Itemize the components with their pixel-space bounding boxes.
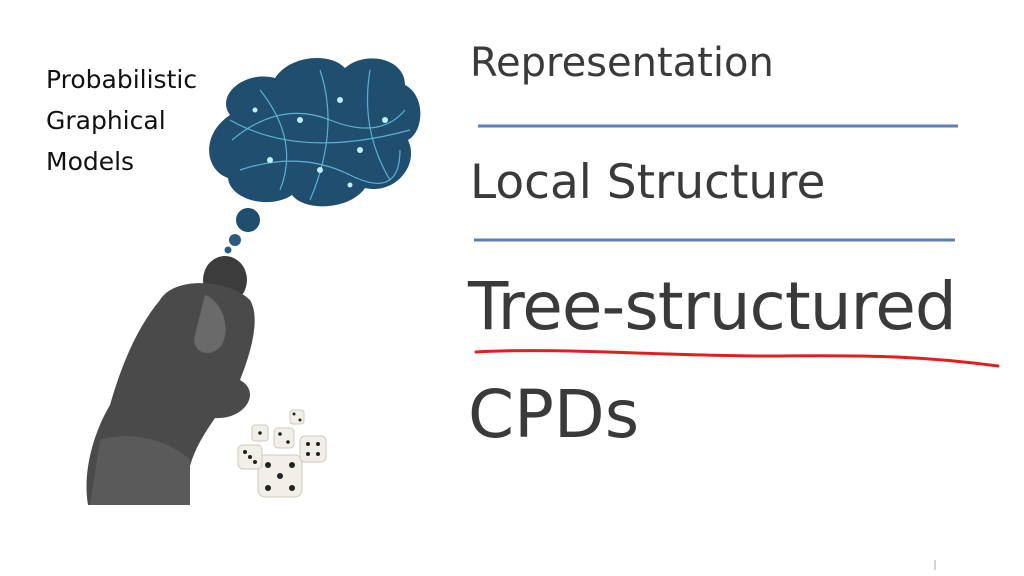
red-underline-annotation — [474, 349, 1000, 368]
section-title: Representation — [470, 40, 774, 86]
thought-cloud-illustration — [209, 57, 421, 254]
lecture-title-line2: CPDs — [468, 376, 640, 453]
thinker-statue-illustration — [86, 256, 255, 505]
subsection-title: Local Structure — [470, 155, 826, 210]
course-title: Probabilistic Graphical Models — [46, 65, 198, 176]
dice-illustration — [237, 409, 327, 498]
lecture-title-line1: Tree-structured — [468, 268, 957, 345]
